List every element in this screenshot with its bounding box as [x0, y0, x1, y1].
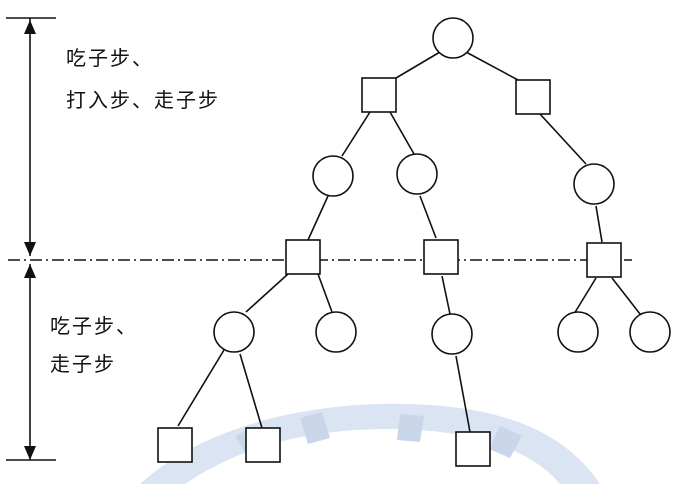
edge: [595, 205, 603, 243]
lower-label-line1: 吃子步、: [50, 314, 138, 338]
node-square: [361, 77, 397, 113]
edge: [317, 273, 333, 313]
node-square: [423, 239, 459, 275]
node-circle: [396, 153, 438, 195]
node-circle: [573, 163, 615, 205]
node-circle: [312, 155, 354, 197]
node-square: [157, 427, 193, 463]
upper-label-line1: 吃子步、: [66, 46, 154, 70]
upper-label-line2: 打入步、走子步: [66, 88, 220, 112]
tree-nodes: [157, 17, 671, 467]
tree-edges: [177, 51, 641, 433]
upper-arrow-head-up: [24, 20, 36, 34]
edge: [177, 349, 225, 427]
edge: [239, 353, 263, 429]
edge: [389, 111, 415, 155]
edge-root-right: [465, 51, 519, 81]
edge: [341, 111, 371, 157]
node-circle: [557, 311, 599, 353]
node-square: [245, 427, 281, 463]
node-circle: [213, 311, 255, 353]
edge: [573, 277, 597, 315]
lower-arrow-head-down: [24, 446, 36, 460]
lower-label-line2: 走子步: [50, 352, 116, 376]
node-circle: [629, 311, 671, 353]
node-circle: [431, 313, 473, 355]
edge: [307, 195, 329, 241]
node-square: [515, 79, 551, 115]
depth-arrows: [6, 17, 56, 461]
node-circle: [315, 311, 357, 353]
upper-arrow-head-down: [24, 242, 36, 256]
edge: [611, 277, 641, 315]
edge: [539, 113, 587, 165]
node-square: [455, 431, 491, 467]
watermark-emblem: [140, 403, 600, 484]
node-circle-root: [432, 17, 474, 59]
lower-arrow-head-up: [24, 264, 36, 278]
edge-root-left: [395, 51, 441, 79]
edge: [245, 273, 289, 313]
node-square: [285, 239, 321, 275]
edge: [419, 195, 437, 239]
node-square: [586, 242, 622, 278]
edge: [455, 355, 471, 433]
edge: [441, 275, 451, 315]
